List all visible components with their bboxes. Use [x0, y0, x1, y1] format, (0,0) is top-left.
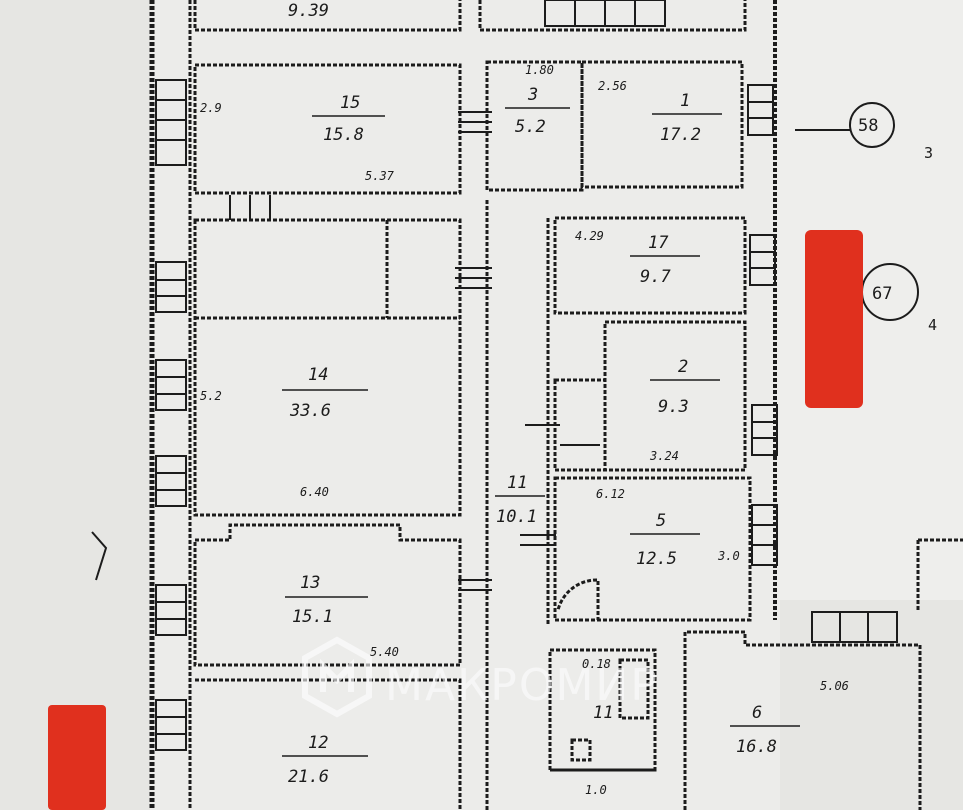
room-wc: 0.18 11 1.0 — [582, 657, 613, 797]
watermark: МАКРОМИР — [302, 636, 659, 718]
room-13-area: 15.1 — [292, 607, 333, 627]
room-6-number: 6 — [752, 703, 762, 723]
window-west-3 — [155, 359, 187, 411]
room-6-area: 16.8 — [736, 737, 777, 757]
windows — [155, 0, 898, 751]
room-14-area: 33.6 — [289, 401, 331, 421]
building-footprint — [150, 0, 780, 810]
watermark-text: МАКРОМИР — [385, 660, 659, 711]
walls — [149, 0, 963, 810]
room-wc-dim-top: 0.18 — [582, 657, 611, 671]
room-6-dim-top: 5.06 — [820, 679, 849, 693]
window-east-1 — [747, 84, 774, 136]
window-west-5 — [155, 584, 187, 636]
door-marks — [229, 111, 600, 591]
watermark-logo — [302, 636, 372, 718]
room-top-left: 9.39 — [288, 1, 329, 21]
room-17-number: 17 — [648, 233, 669, 253]
room-6: 5.06 6 16.8 — [730, 679, 849, 757]
room-1-number: 1 — [680, 91, 690, 111]
room-1-area: 17.2 — [660, 125, 701, 145]
room-2-dim-bottom: 3.24 — [649, 449, 679, 463]
room-3-number: 3 — [527, 85, 538, 105]
room-3-area: 5.2 — [515, 117, 546, 137]
window-west-2 — [155, 261, 187, 313]
room-5-area: 12.5 — [636, 549, 677, 569]
room-5: 6.12 5 12.5 3.0 — [596, 487, 740, 569]
room-top-left-area: 9.39 — [288, 1, 329, 21]
room-12-area: 21.6 — [288, 767, 329, 787]
room-17-area: 9.7 — [640, 267, 671, 287]
room-5-dim-top: 6.12 — [596, 487, 625, 501]
room-15-dim-side: 2.9 — [200, 101, 222, 115]
room-3: 1.80 3 5.2 — [505, 63, 570, 137]
room-5-number: 5 — [656, 511, 666, 531]
room-11-number: 11 — [507, 473, 527, 493]
room-14-dim-bottom: 6.40 — [300, 485, 329, 499]
red-marker-bottom-left — [48, 705, 106, 810]
room-15-number: 15 — [340, 93, 360, 113]
window-east-4 — [751, 504, 778, 566]
room-15-area: 15.8 — [323, 125, 364, 145]
window-south-6 — [811, 611, 898, 643]
room-1-dim-top: 2.56 — [598, 79, 627, 93]
room-11: 11 10.1 — [495, 473, 545, 527]
window-east-3 — [751, 404, 778, 456]
tag-67-sub: 4 — [928, 316, 937, 334]
room-14-dim-side: 5.2 — [200, 389, 222, 403]
room-12-number: 12 — [308, 733, 328, 753]
margin-mark — [91, 531, 108, 581]
room-17-dim-top: 4.29 — [575, 229, 604, 243]
tag-58: 58 3 — [795, 102, 933, 162]
room-5-dim-side: 3.0 — [717, 549, 740, 563]
room-13: 13 15.1 5.40 — [285, 573, 399, 659]
room-2-number: 2 — [678, 357, 688, 377]
room-11-area: 10.1 — [496, 507, 537, 527]
room-12: 12 21.6 — [282, 733, 368, 787]
window-west-1 — [155, 79, 187, 166]
room-2: 2 9.3 3.24 — [649, 357, 720, 463]
red-marker-right — [805, 230, 863, 408]
room-wc-number: 11 — [593, 703, 613, 723]
room-14: 14 33.6 6.40 5.2 — [200, 365, 368, 499]
window-west-6 — [155, 699, 187, 751]
window-east-2 — [749, 234, 776, 286]
room-13-dim-bottom: 5.40 — [370, 645, 399, 659]
room-15: 15 15.8 5.37 2.9 — [200, 93, 395, 183]
room-17: 4.29 17 9.7 — [575, 229, 700, 287]
room-2-area: 9.3 — [658, 397, 689, 417]
room-1: 2.56 1 17.2 — [598, 79, 722, 145]
room-3-dim-top: 1.80 — [525, 63, 554, 77]
room-13-number: 13 — [300, 573, 320, 593]
tag-58-sub: 3 — [924, 144, 933, 162]
room-15-dim-bottom: 5.37 — [365, 169, 395, 183]
room-14-number: 14 — [308, 365, 328, 385]
window-west-4 — [155, 455, 187, 507]
tag-67-label: 67 — [872, 284, 892, 304]
tag-58-label: 58 — [858, 116, 878, 136]
window-top-1 — [544, 0, 666, 27]
room-wc-area: 1.0 — [585, 783, 607, 797]
